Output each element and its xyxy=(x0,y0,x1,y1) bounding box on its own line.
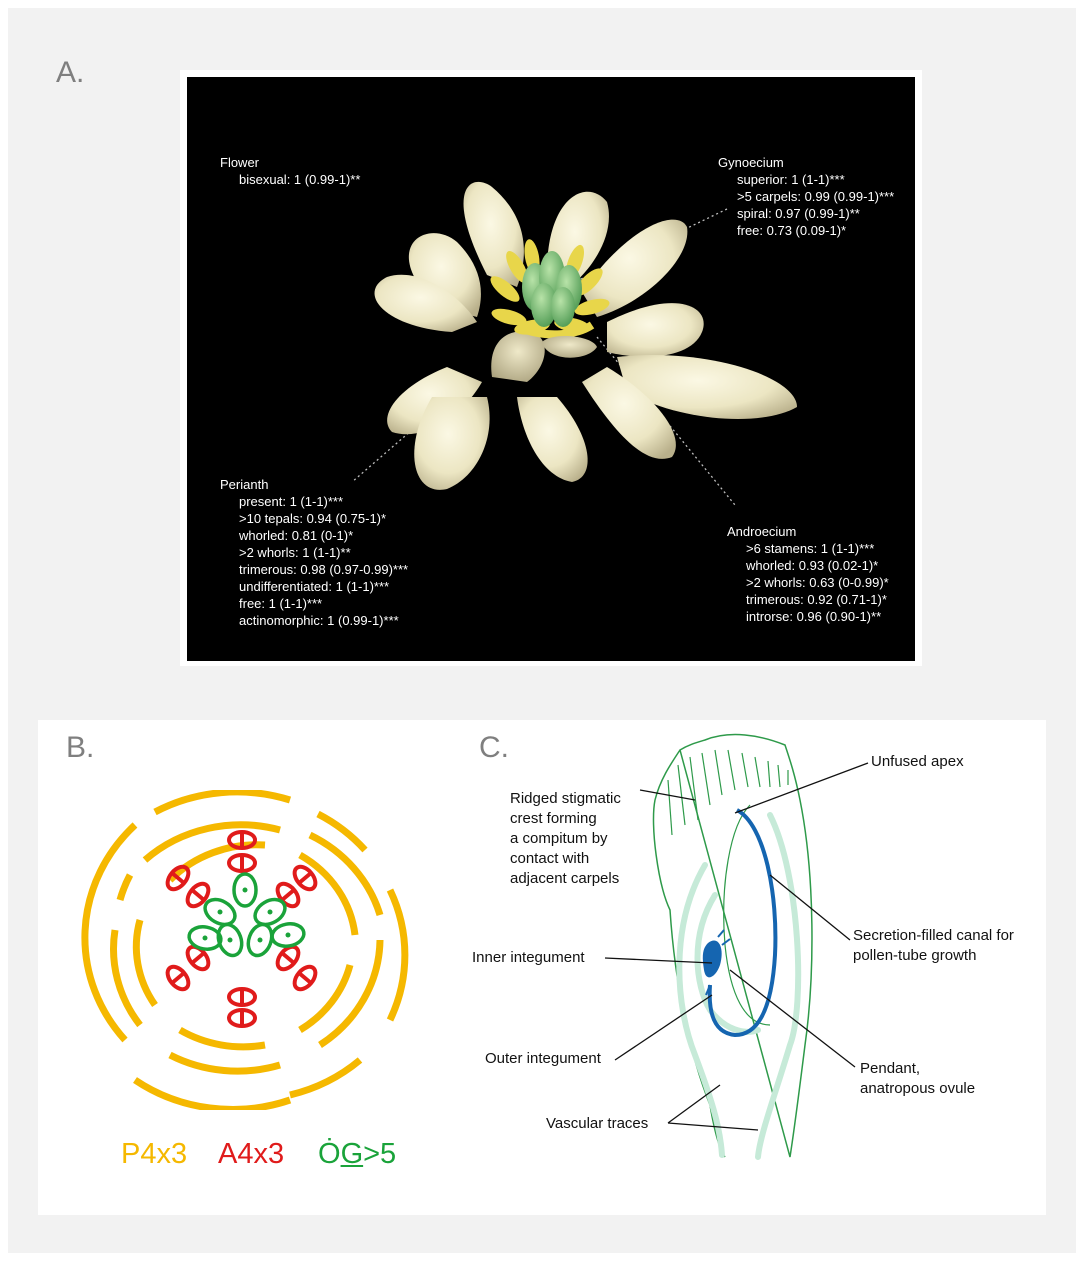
gynoecium-heading: Gynoecium xyxy=(718,154,894,171)
ovule-label: Pendant, anatropous ovule xyxy=(860,1059,975,1099)
gynoecium-annotation: Gynoecium superior: 1 (1-1)*** >5 carpel… xyxy=(718,154,894,239)
floral-diagram xyxy=(60,790,440,1110)
inner-integument-label: Inner integument xyxy=(472,948,585,968)
perianth-heading: Perianth xyxy=(220,476,408,493)
vascular-traces xyxy=(679,815,798,1157)
androecium-item: >2 whorls: 0.63 (0-0.99)* xyxy=(727,574,889,591)
outer-integument-label: Outer integument xyxy=(485,1049,601,1069)
androecium-heading: Androecium xyxy=(727,523,889,540)
gynoecium-item: free: 0.73 (0.09-1)* xyxy=(718,222,894,239)
formula-perianth: P4x3 xyxy=(121,1138,187,1171)
stamens-whorls xyxy=(164,832,320,1026)
label-leader-lines xyxy=(605,763,868,1130)
perianth-annotation: Perianth present: 1 (1-1)*** >10 tepals:… xyxy=(220,476,408,629)
perianth-item: actinomorphic: 1 (0.99-1)*** xyxy=(220,612,408,629)
androecium-item: whorled: 0.93 (0.02-1)* xyxy=(727,557,889,574)
flower-heading: Flower xyxy=(220,154,360,171)
perianth-whorls xyxy=(85,792,405,1110)
gynoecium-item: >5 carpels: 0.99 (0.99-1)*** xyxy=(718,188,894,205)
perianth-item: >10 tepals: 0.94 (0.75-1)* xyxy=(220,510,408,527)
formula-gynoecium: ȮG>5 xyxy=(318,1138,396,1171)
perianth-item: present: 1 (1-1)*** xyxy=(220,493,408,510)
perianth-item: free: 1 (1-1)*** xyxy=(220,595,408,612)
stigmatic-crest-line: Ridged stigmatic xyxy=(510,789,621,809)
perianth-item: undifferentiated: 1 (1-1)*** xyxy=(220,578,408,595)
perianth-item: trimerous: 0.98 (0.97-0.99)*** xyxy=(220,561,408,578)
stigmatic-crest-line: contact with xyxy=(510,849,621,869)
stigmatic-ridges xyxy=(668,750,788,835)
carpel-count: >5 xyxy=(363,1138,396,1170)
ovule xyxy=(703,940,722,977)
androecium-item: >6 stamens: 1 (1-1)*** xyxy=(727,540,889,557)
flower-item: bisexual: 1 (0.99-1)** xyxy=(220,171,360,188)
stigmatic-crest-line: crest forming xyxy=(510,809,621,829)
carpel-outline xyxy=(653,735,811,1157)
androecium-item: trimerous: 0.92 (0.71-1)* xyxy=(727,591,889,608)
canal-label: Secretion-filled canal for pollen-tube g… xyxy=(853,926,1014,966)
androecium-item: introrse: 0.96 (0.90-1)** xyxy=(727,608,889,625)
canal-line: pollen-tube growth xyxy=(853,946,1014,966)
flower-annotation: Flower bisexual: 1 (0.99-1)** xyxy=(220,154,360,188)
canal-line: Secretion-filled canal for xyxy=(853,926,1014,946)
ovule-line: anatropous ovule xyxy=(860,1079,975,1099)
stigmatic-crest-line: a compitum by xyxy=(510,829,621,849)
panel-b-letter: B. xyxy=(66,731,94,765)
secretion-canal xyxy=(710,810,776,1035)
perianth-item: >2 whorls: 1 (1-1)** xyxy=(220,544,408,561)
superior-ovary-letter: G xyxy=(341,1138,364,1170)
spiral-symbol: Ȯ xyxy=(318,1138,341,1170)
panel-c-letter: C. xyxy=(479,731,509,765)
panel-a-letter: A. xyxy=(56,56,84,90)
gynoecium-item: superior: 1 (1-1)*** xyxy=(718,171,894,188)
unfused-apex-label: Unfused apex xyxy=(871,752,964,772)
perianth-item: whorled: 0.81 (0-1)* xyxy=(220,527,408,544)
stigmatic-crest-line: adjacent carpels xyxy=(510,869,621,889)
formula-androecium: A4x3 xyxy=(218,1138,284,1171)
gynoecium-item: spiral: 0.97 (0.99-1)** xyxy=(718,205,894,222)
androecium-annotation: Androecium >6 stamens: 1 (1-1)*** whorle… xyxy=(727,523,889,625)
stigmatic-crest-label: Ridged stigmatic crest forming a compitu… xyxy=(510,789,621,889)
vascular-traces-label: Vascular traces xyxy=(546,1114,648,1134)
ovule-line: Pendant, xyxy=(860,1059,975,1079)
